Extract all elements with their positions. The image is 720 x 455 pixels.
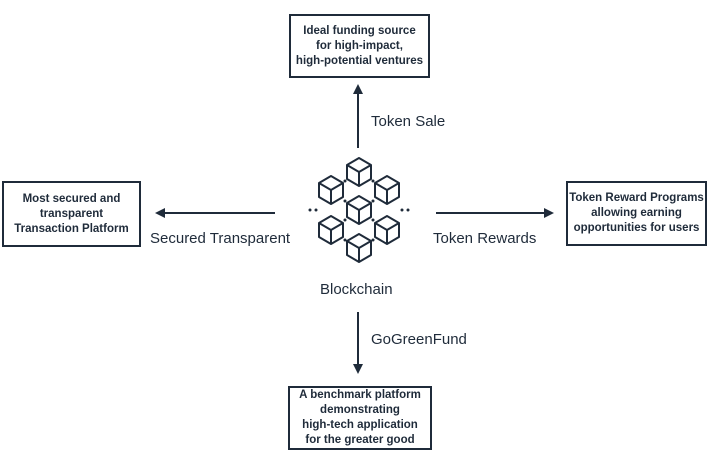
top-box-line: high-potential ventures (295, 54, 424, 67)
right-box: Token Reward Programs allowing earning o… (566, 181, 707, 246)
bottom-arrow-label: GoGreenFund (371, 331, 467, 348)
bottom-box-line: high-tech application (302, 419, 418, 431)
center-label: Blockchain (320, 281, 393, 298)
bottom-box-line: demonstrating (320, 404, 400, 416)
right-arrow-label: Token Rewards (433, 230, 537, 247)
top-box-line: Ideal funding source (303, 24, 416, 37)
right-box-line: opportunities for users (573, 222, 700, 234)
bottom-box-line: A benchmark platform (299, 389, 421, 401)
bottom-box-line: for the greater good (305, 434, 415, 446)
right-box-line: allowing earning (591, 207, 682, 219)
top-box-line: for high-impact, (316, 39, 403, 52)
left-box-line: Most secured and (22, 192, 121, 205)
left-box: Most secured and transparent Transaction… (2, 181, 141, 247)
left-arrow-label: Secured Transparent (150, 230, 291, 247)
top-arrow-label: Token Sale (371, 113, 446, 130)
top-box: Ideal funding source for high-impact, hi… (289, 14, 430, 78)
bottom-box: A benchmark platform demonstrating high-… (288, 386, 432, 450)
left-box-line: Transaction Platform (14, 222, 129, 235)
left-box-line: transparent (39, 207, 104, 220)
right-box-line: Token Reward Programs (569, 192, 704, 204)
blockchain-cubes-icon (308, 157, 410, 263)
